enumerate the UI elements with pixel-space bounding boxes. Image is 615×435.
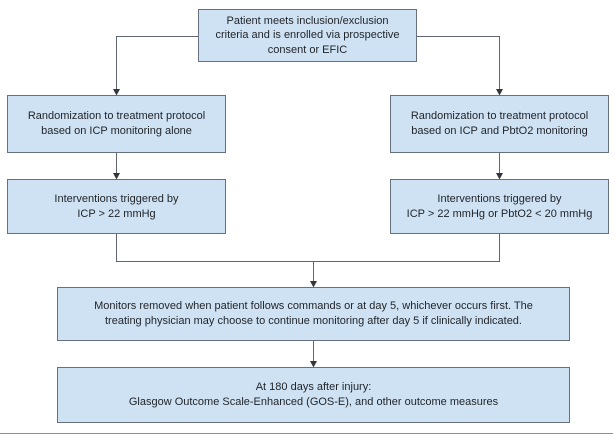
node-interventions-icp-pbto2: Interventions triggered by ICP > 22 mmHg… [390, 179, 609, 234]
node-randomization-icp-label: Randomization to treatment protocol base… [27, 110, 206, 137]
node-monitor-removal: Monitors removed when patient follows co… [57, 287, 570, 341]
node-monitor-removal-label: Monitors removed when patient follows co… [94, 300, 533, 327]
connector-randomization-icp-pbto2-to-interventions-icp-pbto2 [496, 153, 503, 180]
connector-interventions-merge-to-monitor-removal [116, 234, 500, 288]
page-edge-line [0, 433, 613, 434]
arrowhead-down-icon [310, 361, 317, 368]
arrowhead-down-icon [496, 173, 503, 180]
arrowhead-down-icon [113, 89, 120, 96]
connector-enrollment-to-randomization-icp-pbto2 [417, 36, 503, 96]
node-interventions-icp-pbto2-label: Interventions triggered by ICP > 22 mmHg… [406, 192, 593, 220]
node-outcomes-label: At 180 days after injury: Glasgow Outcom… [128, 381, 499, 408]
arrowhead-down-icon [310, 281, 317, 288]
node-randomization-icp-pbto2: Randomization to treatment protocol base… [390, 95, 609, 153]
arrowhead-down-icon [496, 89, 503, 96]
node-enrollment-label: Patient meets inclusion/exclusion criter… [215, 14, 400, 56]
node-enrollment: Patient meets inclusion/exclusion criter… [198, 9, 417, 62]
arrowhead-down-icon [113, 173, 120, 180]
node-interventions-icp: Interventions triggered by ICP > 22 mmHg [7, 179, 226, 234]
node-randomization-icp-pbto2-label: Randomization to treatment protocol base… [410, 110, 589, 137]
node-randomization-icp: Randomization to treatment protocol base… [7, 95, 226, 153]
connector-enrollment-to-randomization-icp [113, 36, 198, 96]
node-interventions-icp-label: Interventions triggered by ICP > 22 mmHg [54, 192, 179, 220]
node-outcomes: At 180 days after injury: Glasgow Outcom… [57, 367, 570, 423]
connector-randomization-icp-to-interventions-icp [113, 153, 120, 180]
connector-monitor-removal-to-outcomes [310, 341, 317, 368]
